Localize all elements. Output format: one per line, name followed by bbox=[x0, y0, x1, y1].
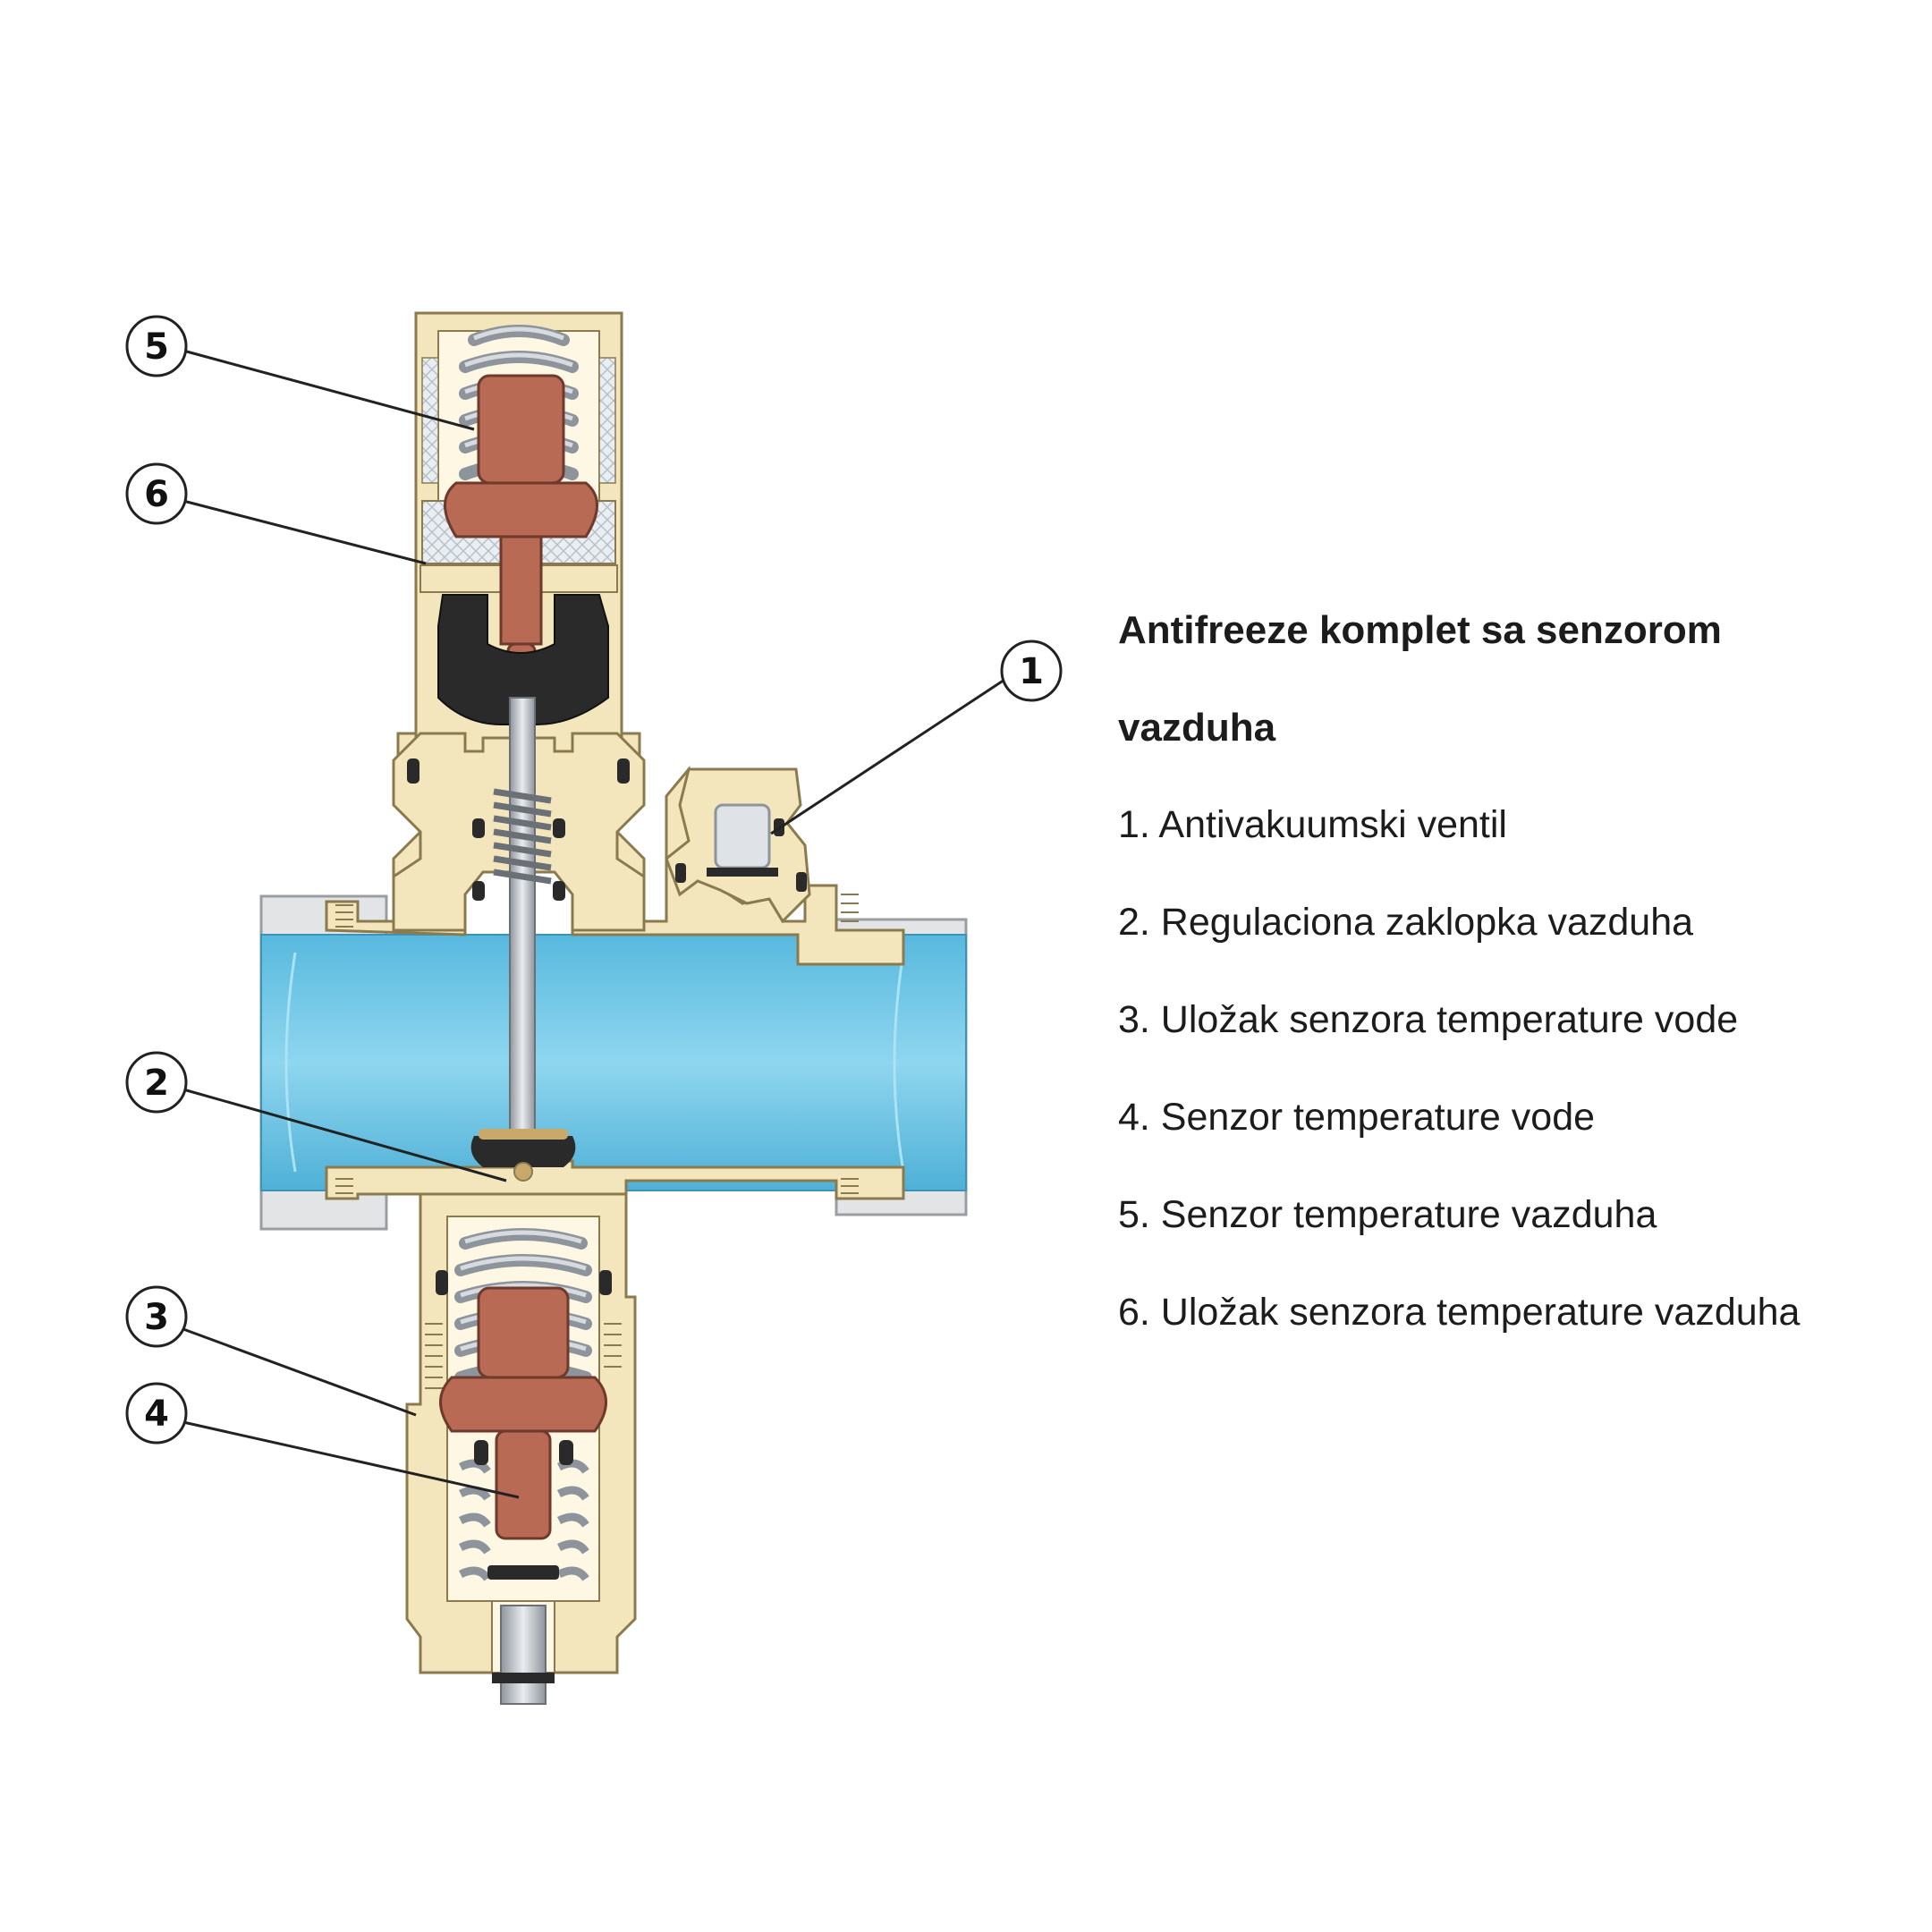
anti-vacuum-valve bbox=[665, 767, 811, 924]
svg-text:6: 6 bbox=[144, 474, 169, 515]
legend-item-5: 5. Senzor temperature vazduha bbox=[1118, 1193, 1657, 1236]
air-regulation-flap bbox=[470, 1129, 576, 1182]
legend-title-line-2: vazduha bbox=[1118, 706, 1276, 750]
callout-6: 6 bbox=[125, 462, 188, 525]
leader-line-5 bbox=[182, 349, 475, 431]
legend-list: 1. Antivakuumski ventil 2. Regulaciona z… bbox=[1118, 776, 1905, 1361]
water-channel bbox=[260, 934, 967, 1191]
svg-text:5: 5 bbox=[144, 326, 169, 368]
callout-3: 3 bbox=[125, 1285, 188, 1348]
leader-line-4 bbox=[182, 1420, 520, 1499]
legend-item-4: 4. Senzor temperature vode bbox=[1118, 1096, 1596, 1139]
svg-text:3: 3 bbox=[144, 1297, 169, 1338]
callout-1: 1 bbox=[1000, 640, 1063, 702]
bottom-stem bbox=[491, 1600, 555, 1705]
legend-title-line-1: Antifreeze komplet sa senzorom bbox=[1118, 608, 1722, 652]
legend-item-3: 3. Uložak senzora temperature vode bbox=[1118, 998, 1739, 1041]
leader-line-3 bbox=[182, 1327, 417, 1417]
leader-lines bbox=[182, 349, 1008, 1499]
callout-2: 2 bbox=[125, 1051, 188, 1114]
callout-5: 5 bbox=[125, 315, 188, 377]
svg-text:4: 4 bbox=[144, 1394, 169, 1435]
water-temperature-sensor bbox=[439, 1286, 607, 1540]
rubber-seal-upper bbox=[437, 594, 609, 725]
valve-stem bbox=[509, 697, 536, 1146]
inner-small-spring bbox=[493, 788, 552, 885]
legend-item-1: 1. Antivakuumski ventil bbox=[1118, 803, 1507, 846]
callout-4: 4 bbox=[125, 1382, 188, 1445]
svg-text:2: 2 bbox=[144, 1063, 169, 1104]
leader-line-1 bbox=[770, 676, 1008, 835]
legend-item-2: 2. Regulaciona zaklopka vazduha bbox=[1118, 901, 1694, 944]
legend-item-6: 6. Uložak senzora temperature vazduha bbox=[1118, 1291, 1801, 1334]
leader-line-6 bbox=[182, 499, 427, 565]
parts-legend: Antifreeze komplet sa senzorom vazduha 1… bbox=[1118, 581, 1905, 1361]
svg-text:1: 1 bbox=[1019, 651, 1044, 692]
leader-line-2 bbox=[182, 1088, 507, 1182]
